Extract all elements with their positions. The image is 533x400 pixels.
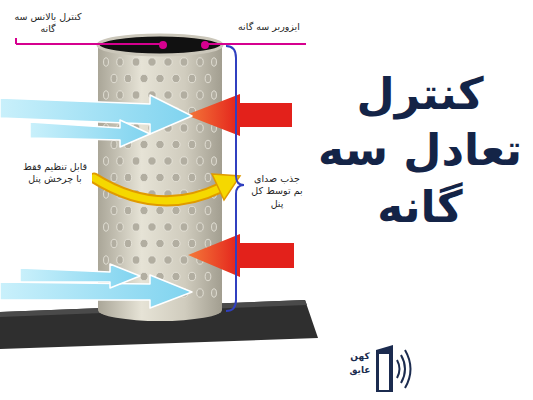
perforation-hole bbox=[111, 239, 117, 247]
perforation-hole bbox=[205, 173, 211, 181]
perforation-hole bbox=[205, 272, 211, 280]
range-bracket bbox=[226, 46, 244, 311]
perforation-hole bbox=[132, 223, 140, 231]
perforation-hole bbox=[124, 173, 131, 181]
perforation-hole bbox=[197, 157, 203, 165]
red-arrow-head bbox=[186, 94, 240, 136]
perforation-hole bbox=[124, 239, 131, 247]
perforation-hole bbox=[180, 157, 188, 165]
perforation-hole bbox=[205, 206, 211, 214]
perforation-hole bbox=[172, 272, 180, 280]
perforation-hole bbox=[111, 74, 117, 82]
red-arrow-bar bbox=[240, 103, 292, 127]
leader-lines bbox=[16, 38, 306, 48]
perforation-hole bbox=[111, 206, 117, 214]
red-arrow-head bbox=[188, 234, 240, 277]
perforation-hole bbox=[212, 157, 217, 165]
perforation-hole bbox=[117, 256, 123, 264]
blue-arrow bbox=[30, 120, 150, 147]
perforation-hole bbox=[132, 91, 140, 99]
perforation-hole bbox=[132, 256, 140, 264]
blue-arrow bbox=[20, 264, 140, 288]
perforation-hole bbox=[148, 157, 156, 165]
perforation-hole bbox=[140, 173, 148, 181]
perforation-hole bbox=[156, 173, 164, 181]
perforation-hole bbox=[188, 173, 195, 181]
perforation-hole bbox=[104, 58, 109, 66]
perforation-hole bbox=[140, 239, 148, 247]
perforation-hole bbox=[111, 140, 117, 148]
perforation-hole bbox=[104, 157, 109, 165]
perforation-hole bbox=[188, 272, 195, 280]
perforation-hole bbox=[148, 223, 156, 231]
perforation-hole bbox=[156, 206, 164, 214]
perforation-hole bbox=[197, 124, 203, 132]
perforation-grid bbox=[104, 58, 217, 297]
perforation-hole bbox=[212, 58, 217, 66]
perforation-hole bbox=[124, 206, 131, 214]
perforation-hole bbox=[180, 223, 188, 231]
callout-label: ایزوربر سه گانه bbox=[236, 20, 302, 34]
callout-label: جذب صدای بم توسط کل پنل bbox=[247, 172, 307, 211]
perforation-hole bbox=[205, 140, 211, 148]
perforation-hole bbox=[197, 58, 203, 66]
perforation-hole bbox=[197, 91, 203, 99]
callout-label: قابل تنظیم فقط با چرخش پنل bbox=[18, 160, 92, 187]
perforation-hole bbox=[180, 124, 188, 132]
perforation-hole bbox=[180, 58, 188, 66]
perforation-hole bbox=[104, 223, 109, 231]
callout-label: کنترل بالانس سه گانه bbox=[12, 10, 84, 37]
perforation-hole bbox=[188, 206, 195, 214]
perforation-hole bbox=[140, 272, 148, 280]
perforation-hole bbox=[156, 74, 164, 82]
main-title: کنترل تعادل سه گانه bbox=[318, 66, 522, 235]
perforation-hole bbox=[140, 74, 148, 82]
rotation-arrow bbox=[94, 174, 240, 201]
perforation-hole bbox=[197, 289, 203, 297]
perforation-hole bbox=[188, 140, 195, 148]
perforation-hole bbox=[212, 91, 217, 99]
perforation-hole bbox=[188, 239, 195, 247]
perforation-hole bbox=[180, 91, 188, 99]
perforation-hole bbox=[156, 140, 164, 148]
perforation-hole bbox=[197, 223, 203, 231]
perforation-hole bbox=[156, 239, 164, 247]
red-arrow-bar bbox=[240, 243, 294, 268]
perforation-hole bbox=[111, 173, 117, 181]
perforation-hole bbox=[180, 256, 188, 264]
perforation-hole bbox=[164, 91, 172, 99]
perforation-hole bbox=[205, 74, 211, 82]
perforation-hole bbox=[172, 239, 180, 247]
perforation-hole bbox=[124, 74, 131, 82]
perforation-hole bbox=[148, 256, 156, 264]
perforation-hole bbox=[164, 58, 172, 66]
perforation-hole bbox=[117, 58, 123, 66]
perforation-hole bbox=[164, 157, 172, 165]
perforation-hole bbox=[172, 140, 180, 148]
perforation-hole bbox=[132, 58, 140, 66]
perforation-hole bbox=[148, 58, 156, 66]
perforation-hole bbox=[212, 223, 217, 231]
perforation-hole bbox=[140, 140, 148, 148]
perforation-hole bbox=[172, 74, 180, 82]
perforation-hole bbox=[164, 223, 172, 231]
logo-icon bbox=[376, 345, 411, 392]
perforation-hole bbox=[117, 157, 123, 165]
perforation-hole bbox=[140, 206, 148, 214]
perforation-hole bbox=[212, 289, 217, 297]
perforation-hole bbox=[117, 223, 123, 231]
logo-text: کهن عایق bbox=[346, 350, 374, 377]
perforation-hole bbox=[172, 206, 180, 214]
perforation-hole bbox=[117, 91, 123, 99]
perforation-hole bbox=[188, 74, 195, 82]
perforation-hole bbox=[104, 91, 109, 99]
perforation-hole bbox=[132, 157, 140, 165]
perforation-hole bbox=[164, 256, 172, 264]
perforation-hole bbox=[172, 173, 180, 181]
perforation-hole bbox=[104, 256, 109, 264]
